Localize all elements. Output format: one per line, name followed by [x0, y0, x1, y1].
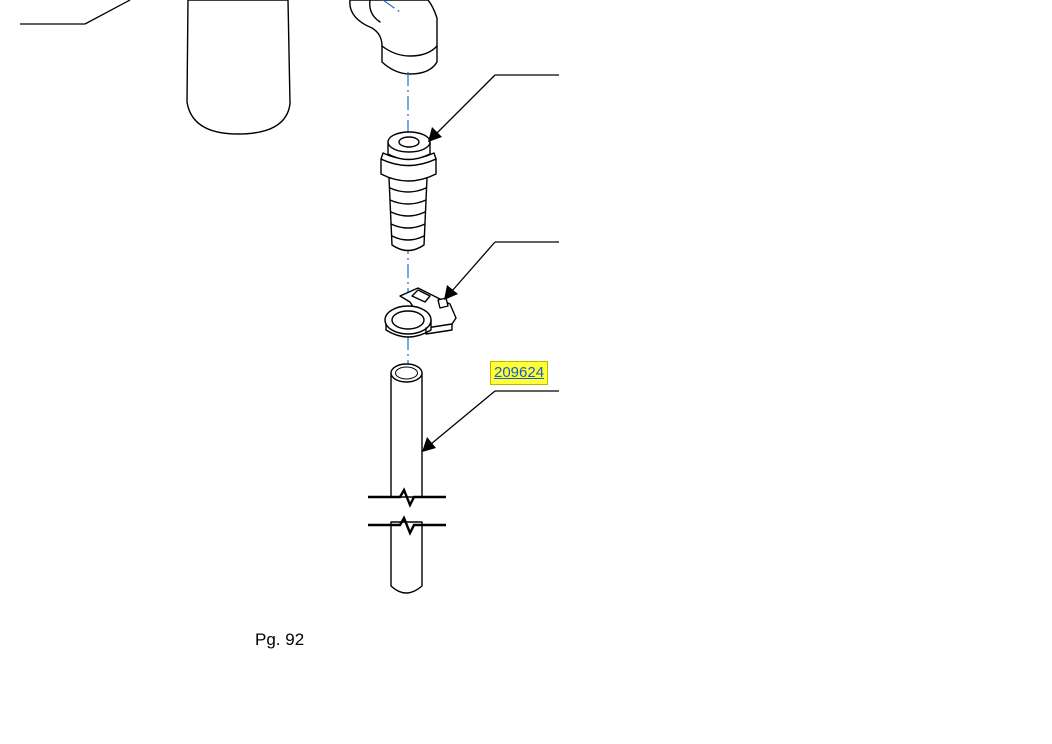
elbow-fitting-part	[349, 0, 438, 75]
top-left-leader-line	[20, 0, 131, 25]
hose-clamp-part	[384, 287, 457, 338]
cylinder-body-part	[186, 0, 291, 135]
page-number: Pg. 92	[255, 630, 305, 649]
tubing-leader-line	[422, 390, 559, 452]
clamp-leader-line	[444, 241, 559, 300]
barbed-hose-fitting-part	[380, 131, 437, 252]
tubing-part-number-link[interactable]: 209624	[490, 361, 549, 385]
tubing-break-symbol	[368, 487, 446, 536]
tubing-part	[386, 363, 428, 594]
fitting-leader-line	[428, 74, 559, 142]
